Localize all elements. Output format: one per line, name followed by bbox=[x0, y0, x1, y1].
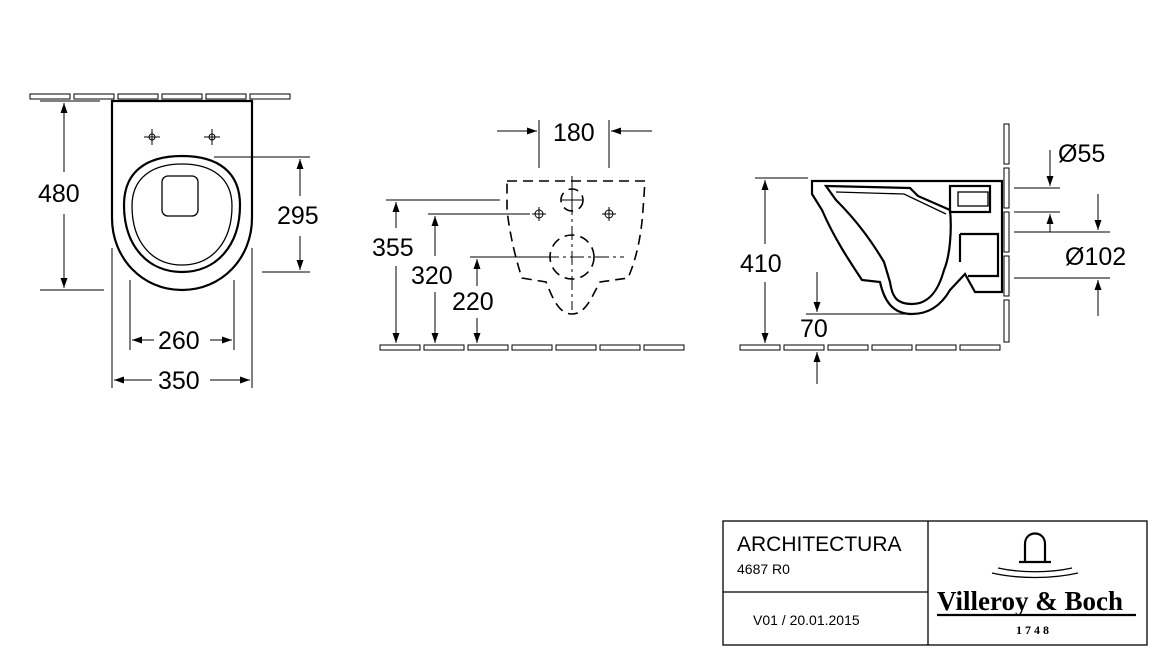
dim-front-height-total: 480 bbox=[38, 180, 80, 208]
brand-year: 1748 bbox=[1016, 623, 1052, 637]
brand-logo: Villeroy & Boch 1748 bbox=[937, 532, 1136, 637]
waste-outlet bbox=[549, 234, 595, 280]
rear-outline bbox=[506, 180, 646, 315]
dim-floor-offset: 70 bbox=[800, 315, 828, 343]
seat-ring bbox=[122, 154, 242, 274]
dim-front-width-total: 350 bbox=[158, 367, 200, 395]
side-view: 410 70 Ø55 Ø102 bbox=[739, 123, 1126, 384]
floor-hatch-wall-view bbox=[379, 344, 685, 351]
wall-view: 180 355 320 220 bbox=[372, 119, 685, 351]
wall-hatch-top bbox=[29, 93, 291, 100]
dim-wall-height-mid: 320 bbox=[411, 262, 453, 290]
dim-wall-height-upper: 355 bbox=[372, 234, 414, 262]
series-name: ARCHITECTURA bbox=[737, 533, 902, 556]
title-block: ARCHITECTURA 4687 R0 V01 / 20.01.2015 Vi… bbox=[722, 520, 1148, 646]
floor-hatch-side bbox=[739, 344, 1001, 351]
outlet-spigot bbox=[948, 184, 992, 214]
fixing-marks bbox=[144, 129, 220, 145]
brand-name: Villeroy & Boch bbox=[937, 586, 1123, 616]
dim-front-height-seat: 295 bbox=[277, 202, 319, 230]
wall-hatch-side bbox=[1003, 123, 1010, 343]
version-date: V01 / 20.01.2015 bbox=[753, 612, 860, 628]
bowl-section bbox=[810, 179, 1004, 316]
dim-outlet-large: Ø102 bbox=[1065, 243, 1126, 271]
dim-outlet-small: Ø55 bbox=[1058, 140, 1105, 168]
flush-outlet bbox=[161, 175, 199, 217]
wall-fixings bbox=[532, 207, 616, 221]
dim-front-width-inner: 260 bbox=[158, 327, 200, 355]
front-view: 480 295 260 350 bbox=[29, 93, 319, 395]
bowl-outline bbox=[110, 99, 254, 292]
inlet-outlet bbox=[560, 188, 584, 212]
dim-fixing-spacing: 180 bbox=[553, 119, 595, 147]
dim-wall-height-lower: 220 bbox=[452, 288, 494, 316]
product-code: 4687 R0 bbox=[737, 561, 790, 577]
dim-bowl-height: 410 bbox=[740, 250, 782, 278]
